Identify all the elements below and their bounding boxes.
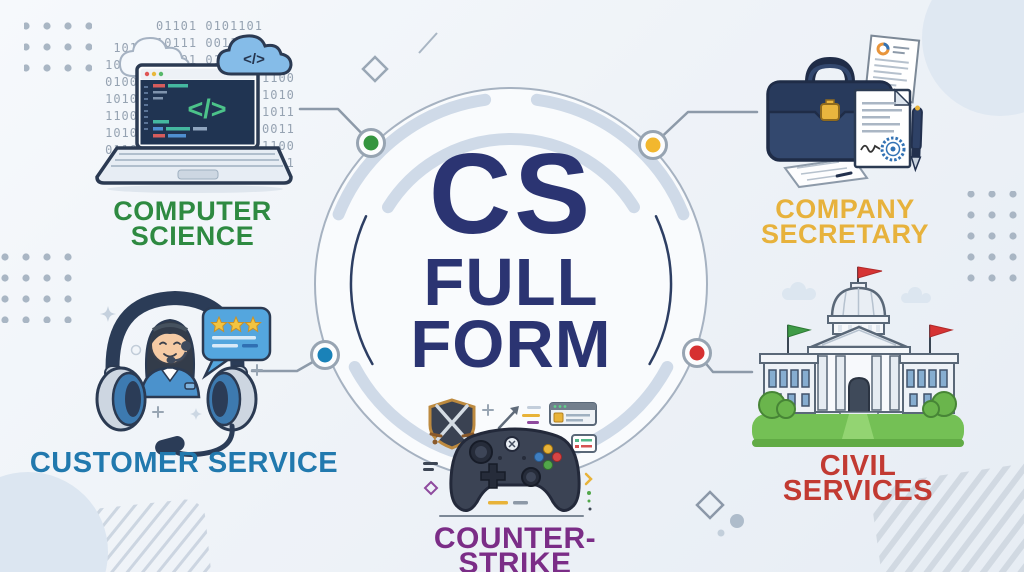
game-controller-icon xyxy=(423,398,597,517)
support-headset-icon xyxy=(95,290,272,457)
sparkle-accents xyxy=(130,344,263,420)
label-company-secretary: COMPANY SECRETARY xyxy=(760,194,930,249)
label-counter-strike: COUNTER-STRIKE xyxy=(433,522,597,572)
right-wing xyxy=(899,353,959,414)
diamond-outline-bottom xyxy=(695,490,725,520)
browser-window-icon xyxy=(549,402,597,426)
title-cs: CS xyxy=(428,131,594,258)
dash-yellow xyxy=(488,501,508,505)
side-accents-right xyxy=(584,472,593,511)
colored-dashes xyxy=(522,406,541,424)
dash-gray xyxy=(513,501,528,505)
editor-line-numbers xyxy=(144,86,148,130)
laptop-screen: </> xyxy=(135,63,260,150)
green-flag xyxy=(787,324,812,338)
collar xyxy=(160,367,180,383)
laptop-base xyxy=(95,146,293,193)
briefcase-clasp xyxy=(820,103,840,121)
title-full: FULL xyxy=(423,245,599,320)
label-customer-service: CUSTOMER SERVICE xyxy=(29,447,339,479)
boom-microphone xyxy=(155,423,235,457)
gray-dot-large xyxy=(730,514,744,528)
side-accents-left xyxy=(423,462,439,496)
laptop-code-icon: </> </> xyxy=(95,34,293,193)
ring-node-customer-service xyxy=(317,347,333,363)
center-title: CS FULL FORM xyxy=(331,131,691,382)
signature xyxy=(860,144,881,153)
code-cloud-icon: </> xyxy=(216,34,293,76)
lawn xyxy=(752,414,964,447)
cloud-left xyxy=(782,282,816,300)
review-speech-bubble xyxy=(201,306,272,380)
mini-headset-band xyxy=(151,323,189,332)
ring-interior xyxy=(315,88,707,480)
abxy-buttons xyxy=(534,444,562,470)
agent-person xyxy=(139,318,201,399)
soft-circle-top-right xyxy=(922,0,1024,116)
briefcase-documents-icon xyxy=(766,34,923,189)
dot-grid-top-left xyxy=(24,19,92,81)
label-computer-science: COMPUTER SCIENCE xyxy=(113,196,272,251)
mini-mic xyxy=(166,356,176,364)
bushes xyxy=(758,391,957,419)
ring-node-company-secretary xyxy=(645,137,661,153)
ring-nodes xyxy=(310,128,712,370)
label-civil-services: CIVIL SERVICES xyxy=(782,450,934,507)
portico xyxy=(807,325,911,425)
sparkle-icon xyxy=(100,306,116,322)
dot-grid-mid-left xyxy=(0,243,80,323)
plus-accent xyxy=(482,404,494,416)
entrance-door xyxy=(848,376,870,413)
cloud-right xyxy=(901,287,931,303)
ring-node-computer-science xyxy=(363,135,379,151)
gray-dot-small xyxy=(717,529,725,537)
ear-cups xyxy=(95,365,258,432)
mini-earpiece xyxy=(181,341,191,351)
accent-line-top xyxy=(418,32,438,54)
growth-arrow-icon xyxy=(497,406,519,430)
title-form: FORM xyxy=(410,307,612,382)
editor-code-bars xyxy=(153,84,207,138)
stripe-patch-bottom-right xyxy=(873,460,1024,572)
ring-node-civil-services xyxy=(689,345,705,361)
status-card-icon xyxy=(571,434,597,453)
ring-navy-arcs xyxy=(349,215,673,366)
star-rating-icons xyxy=(210,315,262,333)
connector-computer-science xyxy=(298,107,373,145)
sealed-document-front xyxy=(853,88,912,169)
red-flag xyxy=(929,324,954,338)
pen xyxy=(910,105,923,173)
gamepad xyxy=(449,427,581,513)
code-glyph: </> xyxy=(187,94,226,124)
dot-grid-mid-right xyxy=(962,191,1024,285)
columns xyxy=(817,355,900,411)
connector-company-secretary xyxy=(651,110,759,147)
d-pad xyxy=(480,463,506,489)
cloud-code-glyph: </> xyxy=(243,51,265,68)
diamond-outline-top xyxy=(361,55,389,83)
government-building-icon xyxy=(752,266,964,447)
signing-paper xyxy=(783,156,869,189)
soft-circle-bottom-left xyxy=(0,472,108,572)
shield-swords-icon xyxy=(428,398,476,450)
